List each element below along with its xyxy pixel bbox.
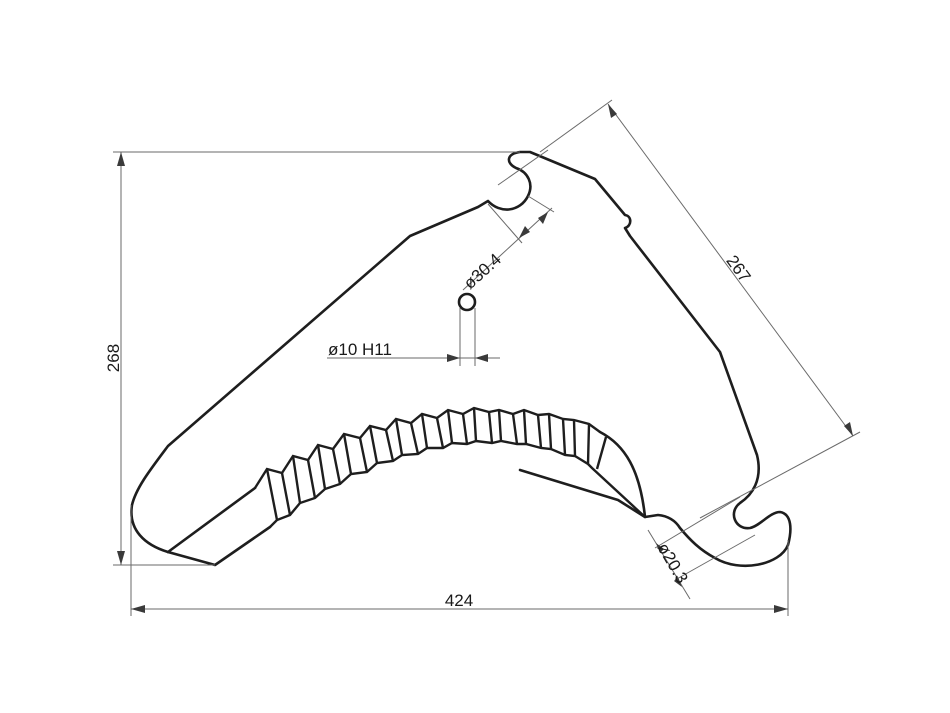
dimension-height: 268 <box>104 151 520 566</box>
dimension-diagonal-label: 267 <box>722 252 754 286</box>
dimension-hole-label: ø10 H11 <box>328 340 392 359</box>
dimension-hole: ø10 H11 <box>327 308 500 366</box>
mounting-hole <box>457 292 477 312</box>
dimension-top-hook: ø30.4 <box>460 149 555 293</box>
dimension-width: 424 <box>130 505 789 616</box>
dimension-width-label: 424 <box>445 591 473 610</box>
dimension-height-label: 268 <box>104 344 123 372</box>
blade-outline <box>130 150 792 567</box>
serrated-edge <box>253 406 646 528</box>
dimension-bottom-hook-label: ø20.3 <box>654 540 692 587</box>
dimension-top-hook-label: ø30.4 <box>460 250 505 293</box>
